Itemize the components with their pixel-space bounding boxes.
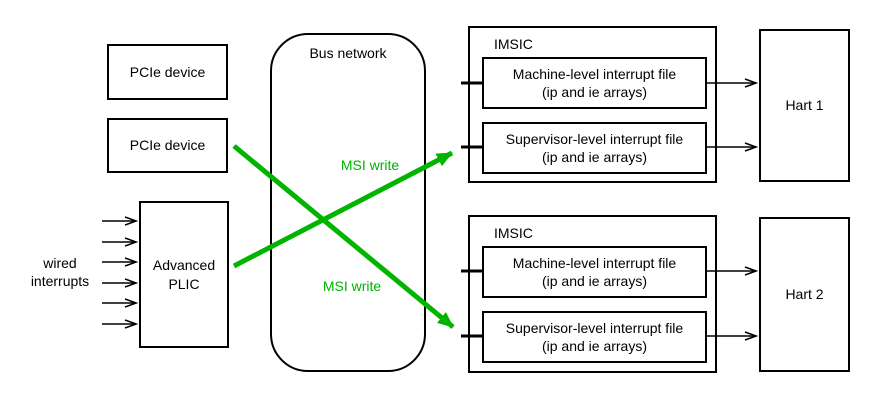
imsic-1-machine-label-line1: Machine-level interrupt file <box>512 66 677 82</box>
imsic-2-machine-label-line2: (ip and ie arrays) <box>541 273 648 289</box>
wired-interrupts-label: wired interrupts <box>14 254 106 290</box>
advanced-plic-label-line2: PLIC <box>168 275 200 292</box>
advanced-plic-label-line1: Advanced <box>152 256 216 273</box>
hart-2-label: Hart 2 <box>785 286 824 302</box>
advanced-plic-box: Advanced PLIC <box>139 201 229 348</box>
imsic-2-supervisor-label-line2: (ip and ie arrays) <box>541 338 648 354</box>
msi-write-label-top: MSI write <box>340 157 400 173</box>
imsic-1-title: IMSIC <box>494 36 533 52</box>
imsic-2-title: IMSIC <box>494 225 533 241</box>
imsic-1-box: IMSIC Machine-level interrupt file (ip a… <box>468 26 717 183</box>
hart-2-box: Hart 2 <box>759 217 850 372</box>
imsic-2-box: IMSIC Machine-level interrupt file (ip a… <box>468 215 717 373</box>
hart-1-box: Hart 1 <box>759 29 850 182</box>
imsic-1-machine-label-line2: (ip and ie arrays) <box>541 84 648 100</box>
pcie-device-2-box: PCIe device <box>107 118 228 173</box>
wired-interrupts-label-line1: wired <box>43 255 77 271</box>
imsic-1-machine-interrupt-file-box: Machine-level interrupt file (ip and ie … <box>482 57 707 109</box>
imsic-1-supervisor-label-line2: (ip and ie arrays) <box>541 149 648 165</box>
imsic-2-supervisor-label-line1: Supervisor-level interrupt file <box>505 320 684 336</box>
pcie-device-1-box: PCIe device <box>107 44 228 100</box>
msi-write-label-bottom: MSI write <box>322 278 382 294</box>
bus-network-box: Bus network <box>270 33 426 372</box>
imsic-1-supervisor-label-line1: Supervisor-level interrupt file <box>505 131 684 147</box>
imsic-2-machine-label-line1: Machine-level interrupt file <box>512 255 677 271</box>
imsic-1-supervisor-interrupt-file-box: Supervisor-level interrupt file (ip and … <box>482 122 707 174</box>
pcie-device-1-label: PCIe device <box>129 63 206 80</box>
wired-interrupts-label-line2: interrupts <box>30 273 90 289</box>
bus-network-label: Bus network <box>309 45 387 61</box>
imsic-2-machine-interrupt-file-box: Machine-level interrupt file (ip and ie … <box>482 246 707 298</box>
imsic-2-supervisor-interrupt-file-box: Supervisor-level interrupt file (ip and … <box>482 311 707 363</box>
pcie-device-2-label: PCIe device <box>129 137 206 153</box>
hart-1-label: Hart 1 <box>785 97 824 113</box>
